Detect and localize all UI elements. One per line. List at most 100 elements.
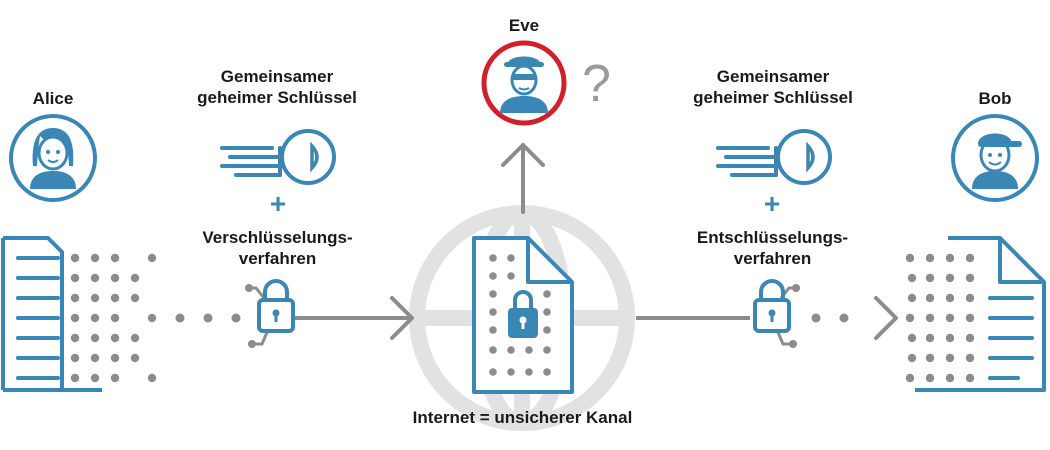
data-dot (945, 273, 955, 283)
padlock-icon (245, 279, 295, 348)
data-dot (525, 346, 533, 354)
data-dot (965, 293, 975, 303)
decryption-method-label: Entschlüsselungs- verfahren (696, 228, 849, 268)
data-dot (905, 313, 915, 323)
data-dot (965, 333, 975, 343)
key-icon (220, 129, 336, 185)
data-dot (925, 293, 935, 303)
plus-right: + (763, 188, 781, 219)
data-dot (130, 333, 140, 343)
data-dot (945, 333, 955, 343)
data-dot (925, 353, 935, 363)
data-dot (110, 313, 120, 323)
data-dot (70, 353, 80, 363)
data-dot (965, 353, 975, 363)
plus-left: + (269, 188, 287, 219)
data-dot (965, 273, 975, 283)
data-dot (147, 253, 157, 263)
data-dot (945, 313, 955, 323)
female-user-icon (9, 114, 97, 202)
data-dot (925, 253, 935, 263)
data-dot (130, 353, 140, 363)
data-dot (543, 346, 551, 354)
data-dot (925, 373, 935, 383)
data-dot (70, 273, 80, 283)
data-dot (945, 253, 955, 263)
padlock-icon (508, 290, 538, 338)
data-dot (147, 313, 157, 323)
data-dot (945, 353, 955, 363)
data-dot (507, 272, 515, 280)
encrypted-document-icon (472, 236, 574, 394)
data-dot (543, 326, 551, 334)
data-dot (70, 293, 80, 303)
decryption-flow (636, 279, 898, 348)
data-dot (90, 273, 100, 283)
data-dot (70, 253, 80, 263)
data-dot (543, 308, 551, 316)
data-dot (70, 373, 80, 383)
data-dot (90, 333, 100, 343)
data-dot (110, 253, 120, 263)
data-dot (489, 326, 497, 334)
data-dot (147, 373, 157, 383)
data-dot (70, 313, 80, 323)
decrypted-document-icon (905, 236, 1046, 392)
key-icon (716, 129, 832, 185)
data-dot (907, 333, 917, 343)
data-dot (905, 253, 915, 263)
alice-label: Alice (32, 89, 74, 108)
data-dot (907, 353, 917, 363)
shared-key-label-left: Gemeinsamer geheimer Schlüssel (197, 67, 357, 107)
data-dot (110, 293, 120, 303)
data-dot (945, 373, 955, 383)
data-dot (925, 313, 935, 323)
data-dot (489, 368, 497, 376)
bob-label: Bob (978, 89, 1012, 108)
data-dot (507, 368, 515, 376)
data-dot (90, 373, 100, 383)
data-dot (90, 353, 100, 363)
data-dot (90, 293, 100, 303)
shared-key-label-right: Gemeinsamer geheimer Schlüssel (693, 67, 853, 107)
data-dot (543, 368, 551, 376)
male-user-icon (951, 114, 1039, 202)
data-dot (925, 273, 935, 283)
data-dot (965, 253, 975, 263)
internet-channel-label: Internet = unsicherer Kanal (412, 408, 633, 427)
padlock-icon (753, 279, 800, 348)
data-dot (489, 254, 497, 262)
data-dot (110, 373, 120, 383)
data-dot (507, 254, 515, 262)
data-dot (489, 308, 497, 316)
data-dot (507, 346, 515, 354)
data-dot (130, 293, 140, 303)
data-dot (489, 290, 497, 298)
encryption-flow (175, 279, 414, 348)
data-dot (90, 253, 100, 263)
data-dot (110, 353, 120, 363)
data-dot (110, 273, 120, 283)
data-dot (907, 273, 917, 283)
data-dot (489, 346, 497, 354)
data-dot (965, 313, 975, 323)
data-dot (965, 373, 975, 383)
encryption-method-label: Verschlüsselungs- verfahren (202, 228, 353, 268)
arrow-up-to-eve (501, 143, 545, 214)
data-dot (945, 293, 955, 303)
data-dot (70, 333, 80, 343)
spy-user-icon (481, 40, 567, 126)
eve-label: Eve (508, 16, 540, 35)
question-mark: ? (582, 55, 611, 113)
data-dot (90, 313, 100, 323)
data-dot (525, 368, 533, 376)
plaintext-document-icon (1, 236, 157, 392)
data-dot (489, 272, 497, 280)
data-dot (543, 290, 551, 298)
data-dot (925, 333, 935, 343)
data-dot (905, 373, 915, 383)
data-dot (907, 293, 917, 303)
data-dot (110, 333, 120, 343)
